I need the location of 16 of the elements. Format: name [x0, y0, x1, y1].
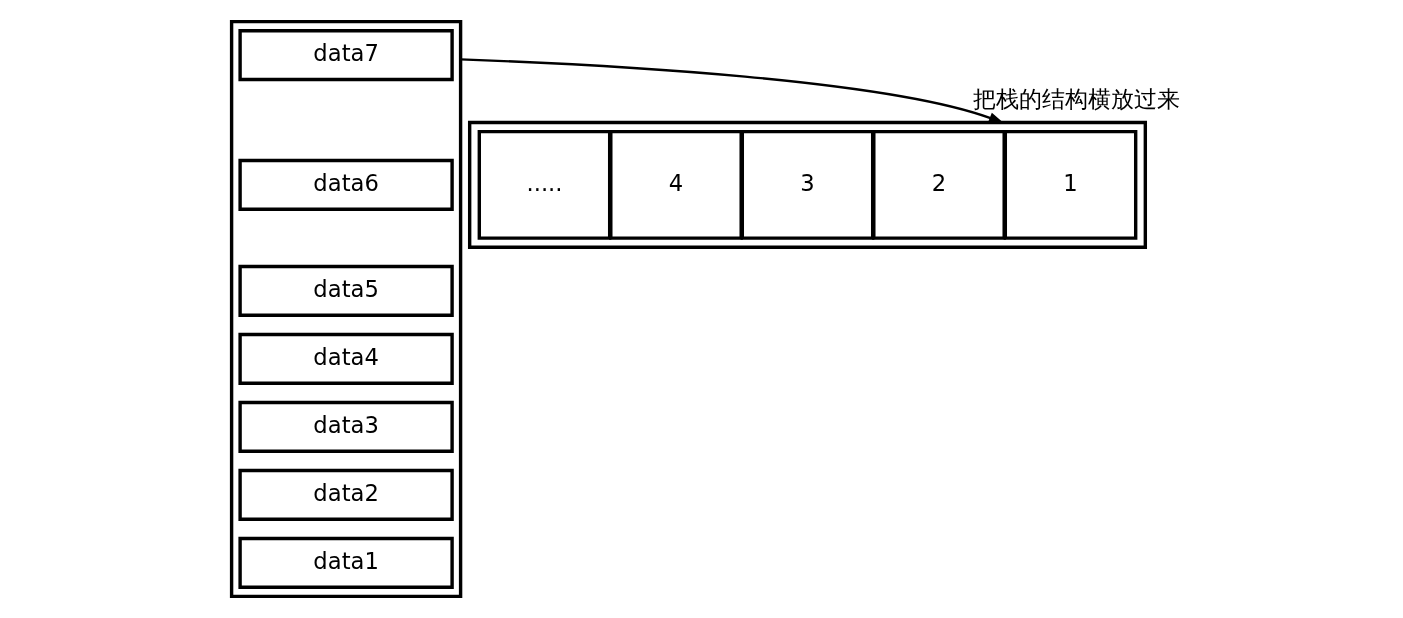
node-box: data6 [238, 158, 454, 211]
node-box: data4 [238, 332, 454, 385]
node-box: 1 [1003, 129, 1138, 240]
node-box: data5 [238, 264, 454, 317]
node-box: 2 [872, 129, 1006, 240]
node-box: data7 [238, 29, 454, 82]
cluster [229, 19, 463, 599]
node-box: data1 [238, 536, 454, 589]
node-box: data3 [238, 400, 454, 453]
edge-label: 把栈的结构横放过来 [973, 85, 1181, 112]
node-box: ..... [477, 129, 612, 240]
node-box: 4 [609, 129, 743, 240]
arrow [460, 58, 1005, 124]
node-box: data2 [238, 468, 454, 521]
node-box: 3 [740, 129, 875, 240]
cluster [467, 120, 1147, 249]
